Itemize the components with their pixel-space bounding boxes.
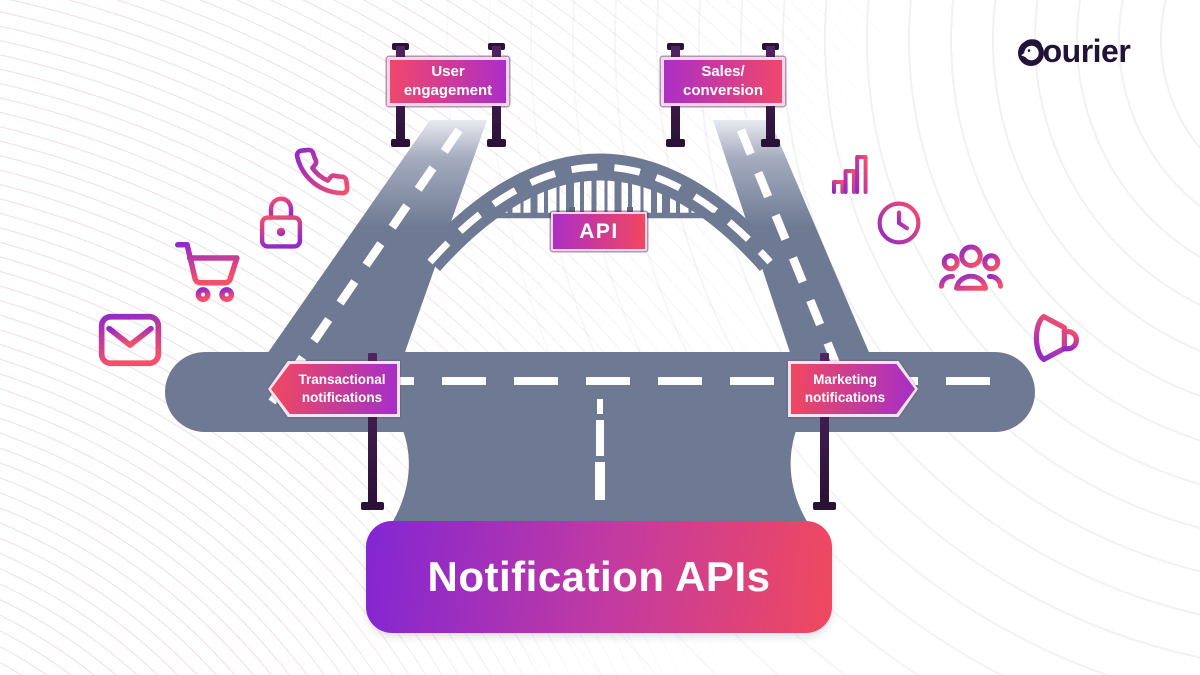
signpost-foot — [361, 502, 384, 510]
signpost — [368, 353, 377, 505]
api-label: API — [579, 219, 619, 243]
center-road-dashes — [595, 399, 605, 500]
transactional-notifications-label: Transactional notifications — [298, 372, 386, 405]
signpost-foot — [487, 139, 506, 147]
left-road-dashes — [268, 127, 463, 405]
clock-icon — [877, 201, 921, 245]
megaphone-icon — [1033, 313, 1079, 363]
courier-logo: Courier — [1018, 33, 1190, 77]
sign-face — [791, 364, 915, 414]
shopping-cart-icon — [175, 242, 240, 302]
api-sign: API — [551, 212, 647, 251]
users-icon — [939, 244, 1003, 291]
lock-icon — [259, 196, 303, 249]
marketing-notifications-label: Marketing notifications — [804, 372, 886, 405]
signpost — [820, 353, 829, 505]
sign-face — [271, 364, 397, 414]
bar-chart-icon — [827, 155, 869, 194]
banner-label: Notification APIs — [427, 553, 771, 600]
sales-conversion-label: Sales/ conversion — [682, 63, 764, 99]
marketing-notifications-sign: Marketing notifications — [788, 361, 918, 417]
envelope-icon — [98, 313, 162, 367]
user-engagement-label: User engagement — [403, 63, 493, 99]
arch-dashes — [427, 163, 773, 265]
signpost-foot — [813, 502, 836, 510]
right-diagonal-road — [713, 120, 900, 425]
signpost-foot — [391, 139, 410, 147]
left-diagonal-road — [235, 120, 487, 400]
sales-conversion-sign: Sales/ conversion — [661, 57, 785, 106]
signpost-foot — [666, 139, 685, 147]
transactional-notifications-sign: Transactional notifications — [268, 361, 400, 417]
courier-bird-icon — [1018, 40, 1044, 66]
signpost-foot — [761, 139, 780, 147]
notification-apis-banner: Notification APIs — [366, 521, 832, 633]
phone-icon — [294, 147, 350, 196]
user-engagement-sign: User engagement — [387, 57, 509, 106]
